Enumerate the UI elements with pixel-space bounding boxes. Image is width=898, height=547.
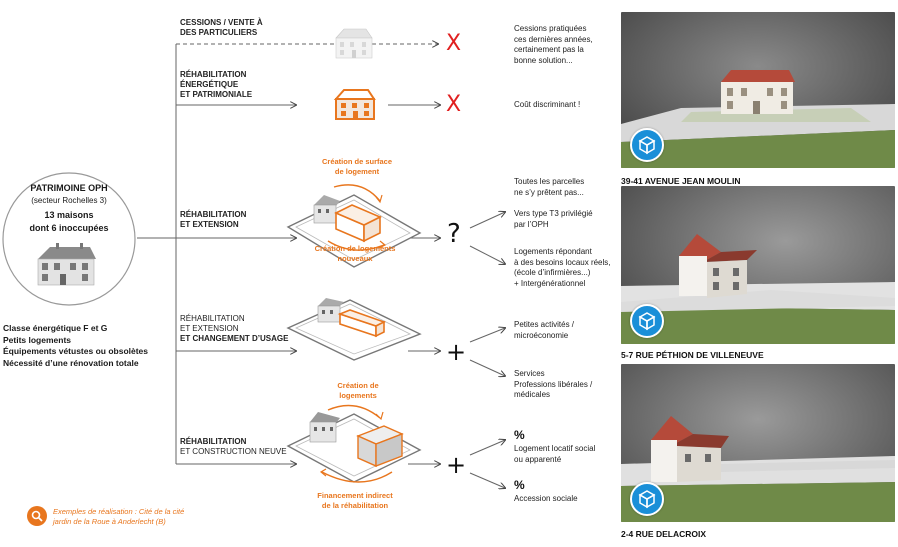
outcome-cross-rehab: X	[446, 92, 462, 117]
option-label-cession: CESSIONS / VENTE À DES PARTICULIERS	[180, 18, 263, 37]
3d-model-badge[interactable]	[630, 482, 664, 516]
note-cost: Coût discriminant !	[514, 100, 581, 109]
note-t3: Vers type T3 privilégié par l’OPH	[514, 209, 593, 229]
house-render-1	[621, 12, 895, 168]
photo-caption-2: 5-7 RUE PÉTHION DE VILLENEUVE	[621, 350, 764, 360]
conditions-list: Classe énergétique F et G Petits logemen…	[3, 323, 148, 369]
outcome-question: ?	[447, 219, 461, 249]
3d-model-badge[interactable]	[630, 128, 664, 162]
house-renovation-illustration	[333, 89, 376, 120]
option-label-rehab-energetique: RÉHABILITATION ÉNERGÉTIQUE ET PATRIMONIA…	[180, 70, 253, 99]
footnote-text: Exemples de réalisation : Cité de la cit…	[53, 507, 185, 526]
search-icon	[31, 510, 43, 522]
note-social-ownership: Accession sociale	[514, 494, 578, 503]
note-social-rental: Logement locatif social ou apparenté	[514, 444, 596, 464]
oph-sector: (secteur Rochelles 3)	[31, 196, 107, 205]
search-badge[interactable]	[27, 506, 47, 526]
house-render-2	[621, 186, 895, 344]
photo-delacroix[interactable]	[621, 364, 895, 522]
oph-house-illustration	[37, 243, 96, 286]
cube-icon	[638, 490, 656, 509]
oph-circle	[2, 172, 136, 306]
photo-pethion-villeneuve[interactable]	[621, 186, 895, 344]
house-render-3	[621, 364, 895, 522]
percent-social-ownership: %	[514, 478, 525, 492]
oph-count-line2: dont 6 inoccupées	[29, 223, 109, 233]
condition-item: Classe énergétique F et G	[3, 323, 108, 333]
outcome-cross-cession: X	[446, 31, 462, 56]
note-services: Services Professions libérales / médical…	[514, 369, 593, 399]
condition-item: Petits logements	[3, 334, 72, 345]
3d-model-badge[interactable]	[630, 304, 664, 338]
cube-icon	[638, 312, 656, 331]
outcome-plus-usage: +	[446, 338, 467, 366]
photo-jean-moulin[interactable]	[621, 12, 895, 168]
outcome-plus-construction: +	[446, 451, 467, 479]
note-local-needs: Logements répondant à des besoins locaux…	[514, 247, 611, 288]
change-of-use-illustration	[286, 298, 422, 361]
percent-social-rental: %	[514, 428, 525, 442]
option-label-rehab-extension: RÉHABILITATION ET EXTENSION	[180, 210, 247, 229]
annotation-indirect-financing: Financement indirect de la réhabilitatio…	[317, 491, 393, 510]
new-construction-illustration	[286, 404, 422, 483]
house-sale-illustration	[335, 28, 373, 59]
oph-count-line1: 13 maisons	[44, 210, 94, 220]
photo-caption-3: 2-4 RUE DELACROIX	[621, 529, 707, 539]
photo-caption-1: 39-41 AVENUE JEAN MOULIN	[621, 176, 741, 186]
annotation-new-housing: Création de logements nouveaux	[314, 244, 396, 263]
annotation-create-housing: Création de logements	[337, 381, 379, 400]
annotation-surface: Création de surface de logement	[321, 157, 393, 176]
condition-item: Équipements vétustes ou obsolètes	[3, 346, 149, 356]
note-small-activities: Petites activités / microéconomie	[514, 320, 575, 340]
option-label-construction-neuve: RÉHABILITATION ET CONSTRUCTION NEUVE	[180, 437, 287, 456]
cube-icon	[638, 136, 656, 155]
note-cession: Cessions pratiquées ces dernières années…	[514, 24, 593, 65]
oph-title: PATRIMOINE OPH	[30, 183, 108, 193]
option-label-changement-usage: RÉHABILITATION ET EXTENSION ET CHANGEMEN…	[180, 314, 289, 343]
extension-illustration	[286, 184, 422, 268]
condition-item: Nécessité d’une rénovation totale	[3, 357, 139, 368]
note-parcels: Toutes les parcelles ne s’y prêtent pas.…	[514, 177, 585, 197]
